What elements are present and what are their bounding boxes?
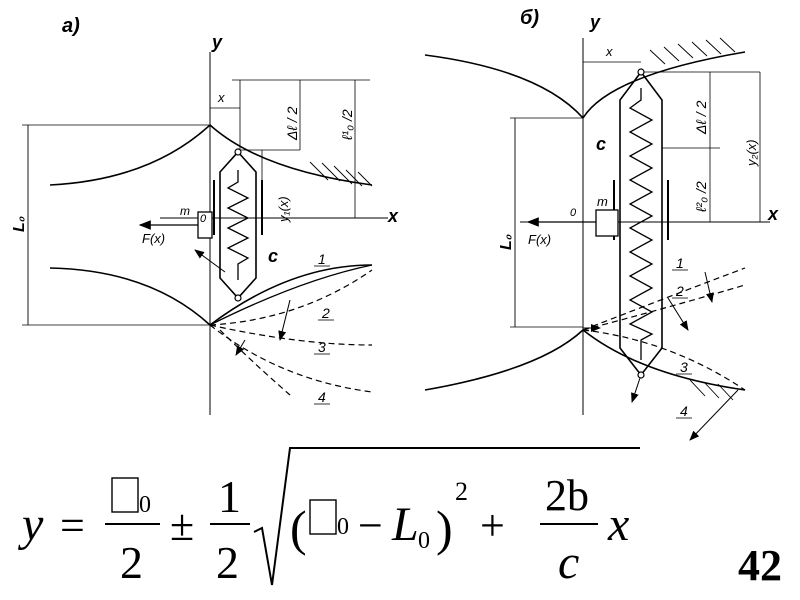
- formula-x: x: [607, 498, 629, 551]
- page-number: 42: [738, 541, 782, 590]
- panel-b-curve-label-1: 1: [676, 255, 684, 271]
- panel-a-L0-label: L₀: [11, 216, 28, 232]
- formula-square: 2: [455, 477, 468, 506]
- panel-a-force-label: F(x): [142, 231, 165, 246]
- panel-a-curve-3: [209, 324, 373, 346]
- panel-b-label: б): [520, 7, 539, 29]
- panel-b: б) y x L₀ x Δℓ / 2: [424, 7, 779, 441]
- panel-a-delta-label: Δℓ / 2: [284, 106, 300, 141]
- panel-a-y1-label: y₁(x): [276, 196, 291, 223]
- formula-L: L: [391, 498, 419, 551]
- formula-rparen: ): [436, 500, 453, 556]
- formula-sub0-2: 0: [337, 514, 349, 540]
- panel-b-delta-label: Δℓ / 2: [693, 100, 709, 135]
- formula-two-1: 2: [120, 537, 143, 588]
- panel-b-curve-3: [582, 329, 746, 391]
- panel-b-lower-curve: [424, 328, 746, 391]
- formula-sub0-1: 0: [139, 492, 151, 518]
- formula-den: c: [558, 536, 579, 589]
- formula-two-2: 2: [216, 537, 239, 588]
- panel-b-curve-4: [689, 389, 739, 441]
- formula-lparen: (: [290, 500, 307, 556]
- panel-a-curve-label-3: 3: [318, 339, 326, 355]
- panel-a-curve-1: [209, 264, 373, 326]
- panel-b-L0-label: L₀: [498, 234, 515, 250]
- panel-a-curve-4: [209, 324, 373, 393]
- panel-a-c-label: c: [268, 246, 278, 266]
- panel-b-curve-label-3: 3: [680, 359, 688, 375]
- panel-a-label: а): [62, 15, 80, 37]
- panel-a: а) y x L₀ x Δℓ / 2 ℓ¹₀ /2: [11, 15, 399, 415]
- formula-one: 1: [218, 471, 241, 522]
- panel-b-y-label: y: [589, 12, 601, 32]
- formula-sqrt: [253, 447, 640, 586]
- panel-a-hatch: [309, 161, 373, 187]
- panel-b-l2-label: ℓ²₀ /2: [693, 181, 709, 213]
- panel-a-l1-label: ℓ¹₀ /2: [339, 109, 355, 141]
- panel-b-y2-label: y₂(x): [744, 139, 759, 167]
- panel-a-spring: [226, 170, 250, 280]
- panel-b-curve-label-4: 4: [680, 403, 688, 419]
- panel-b-curve-1: [582, 267, 746, 331]
- formula-y: y: [17, 498, 44, 551]
- panel-b-x-dim-label: x: [605, 44, 613, 59]
- panel-a-curve-2: [209, 269, 373, 326]
- formula-sub0-3: 0: [418, 528, 430, 554]
- panel-b-x-label: x: [767, 204, 779, 224]
- panel-b-curve-label-2: 2: [675, 283, 684, 299]
- panel-a-x-label: x: [387, 206, 399, 226]
- formula-missing-glyph-1: [111, 477, 139, 513]
- panel-b-o-label: 0: [570, 207, 577, 219]
- panel-a-curve-label-4: 4: [318, 389, 326, 405]
- panel-a-x-dim-label: x: [217, 90, 225, 105]
- formula-num: 2b: [545, 471, 589, 520]
- panel-b-spring: [628, 88, 654, 360]
- formula-minus: −: [358, 501, 383, 550]
- panel-a-curve-label-2: 2: [321, 305, 330, 321]
- formula-missing-glyph-2: [309, 499, 337, 535]
- panel-a-curve-label-1: 1: [318, 251, 326, 267]
- formula-eq: =: [60, 501, 85, 550]
- panel-a-o-label: 0: [200, 213, 207, 225]
- panel-b-force-label: F(x): [528, 232, 551, 247]
- formula-pm: ±: [170, 501, 194, 550]
- panel-a-y-label: y: [211, 32, 223, 52]
- formula-plus: +: [480, 501, 505, 550]
- panel-a-m-label: m: [180, 204, 190, 218]
- formula: y = 0 2 ± 1 2 ( 0 − L 0 ) 2 + 2b c x: [17, 447, 640, 589]
- panel-b-mass: [595, 209, 619, 237]
- panel-b-curve-2: [582, 284, 746, 331]
- panel-b-c-label: c: [596, 134, 606, 154]
- panel-b-m-label: m: [597, 194, 608, 209]
